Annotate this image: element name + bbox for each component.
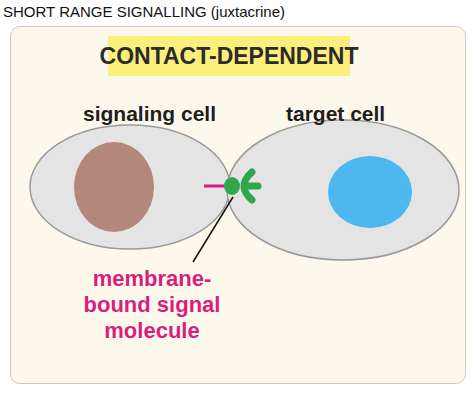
- signaling-cell: signaling cell: [28, 100, 240, 260]
- cell-nucleus: [328, 156, 412, 228]
- cell-label: target cell: [286, 102, 385, 126]
- target-cell: target cell: [224, 100, 464, 265]
- figure-title: SHORT RANGE SIGNALLING (juxtacrine): [3, 3, 285, 20]
- leader-line: [193, 197, 233, 262]
- receptor-stem: [246, 183, 258, 190]
- receptor-cup: [244, 172, 252, 200]
- cell-label: signaling cell: [83, 102, 216, 126]
- callout-label: membrane- bound signal molecule: [72, 266, 232, 344]
- heading-band: CONTACT-DEPENDENT: [108, 36, 350, 76]
- signal-stem: [204, 185, 226, 188]
- signal-molecule: [224, 177, 240, 195]
- cell-membrane: [227, 120, 459, 260]
- panel-heading: CONTACT-DEPENDENT: [100, 43, 359, 70]
- cell-nucleus: [74, 142, 154, 232]
- cell-membrane: [30, 125, 230, 249]
